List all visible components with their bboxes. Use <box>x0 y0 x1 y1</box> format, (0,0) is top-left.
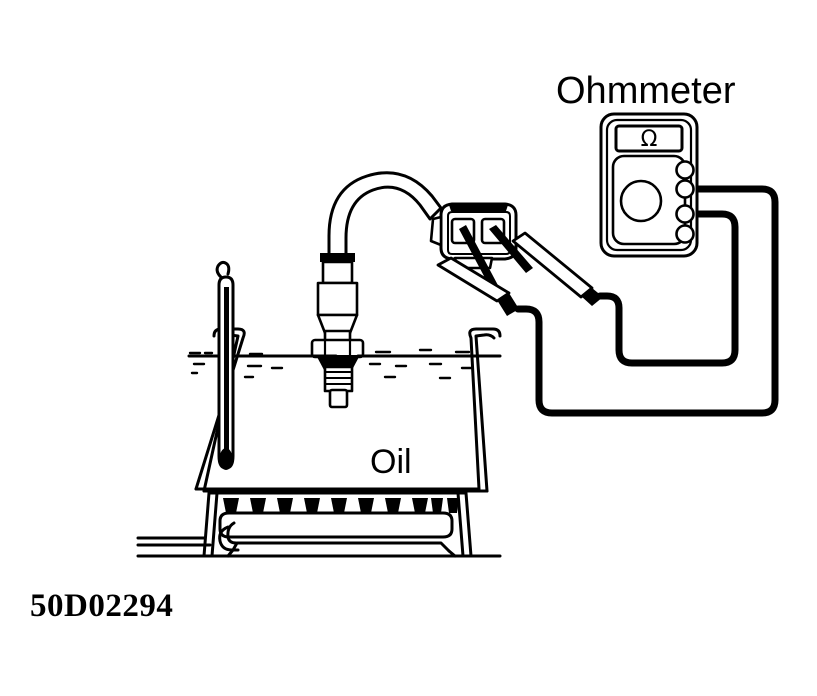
burner-frame-right <box>464 491 473 558</box>
probe-2-rear-collar <box>581 288 603 306</box>
burner-gas-elbow <box>218 525 240 552</box>
hose-ferrule <box>320 253 355 262</box>
flame-3 <box>277 498 293 513</box>
ohmmeter-terminal-3[interactable] <box>675 204 695 224</box>
flame-9 <box>431 498 443 513</box>
test-probe-2[interactable] <box>489 225 603 306</box>
burner-gas-tube <box>218 511 454 539</box>
gas-burner <box>136 491 473 558</box>
test-lead-wires <box>514 185 779 417</box>
container-left-wall-outer <box>194 327 246 491</box>
flame-4 <box>304 498 320 513</box>
ohmmeter-range-dial[interactable] <box>619 179 663 223</box>
ohmmeter-terminal-2[interactable] <box>675 179 695 199</box>
sensor-hex-nut <box>310 338 365 359</box>
test-probe-1[interactable] <box>436 225 519 316</box>
probe-1-rear-collar <box>497 293 519 316</box>
flame-5 <box>331 498 347 513</box>
oil-liquid-dashes <box>188 348 474 380</box>
probe-2-needle <box>489 225 533 273</box>
flame-2 <box>250 498 266 513</box>
sensor-wire-loom <box>320 171 443 262</box>
burner-gas-elbow-inner <box>226 521 238 545</box>
thermometer-mercury-column <box>224 287 229 453</box>
sensor-boot-segment-1 <box>321 260 354 285</box>
connector-latch-left <box>429 215 443 247</box>
ohmmeter-device[interactable]: Ω <box>599 112 699 258</box>
flame-6 <box>358 498 374 513</box>
omega-symbol-icon: Ω <box>641 127 658 152</box>
test-lead-wire-outer <box>514 185 779 417</box>
burner-frame-left <box>202 491 211 558</box>
sensor-hex-nut-body <box>310 338 365 359</box>
container-right-wall-outer <box>468 327 502 491</box>
oil-label: Oil <box>370 443 412 481</box>
probe-1-needle <box>459 225 501 295</box>
burner-frame-left-inner <box>210 491 219 558</box>
flame-10 <box>447 498 459 513</box>
thermometer-bulb <box>219 448 233 470</box>
figure-number: 50D02294 <box>30 588 173 624</box>
flame-8 <box>412 498 428 513</box>
burner-flames <box>223 498 459 513</box>
sensor-hose <box>327 171 443 260</box>
connector-top-ridge <box>449 205 508 211</box>
flame-7 <box>385 498 401 513</box>
test-lead-wire-inner <box>596 210 739 367</box>
ohmmeter-label: Ohmmeter <box>556 70 736 112</box>
container-right-wall-inner <box>474 333 496 493</box>
oil-temperature-sensor <box>310 260 365 409</box>
sensor-tip <box>328 388 349 409</box>
ohmmeter-terminal-4[interactable] <box>675 224 695 244</box>
burner-frame-right-inner <box>456 491 465 558</box>
burner-base-top <box>231 541 451 553</box>
thermometer <box>215 260 235 470</box>
thermometer-hook <box>215 260 231 280</box>
ohmmeter-display <box>614 124 684 153</box>
flame-1 <box>223 498 239 513</box>
oil-container: Oil <box>187 327 502 493</box>
sensor-boot-segment-2 <box>316 281 359 317</box>
ohmmeter-terminal-1[interactable] <box>675 160 695 180</box>
